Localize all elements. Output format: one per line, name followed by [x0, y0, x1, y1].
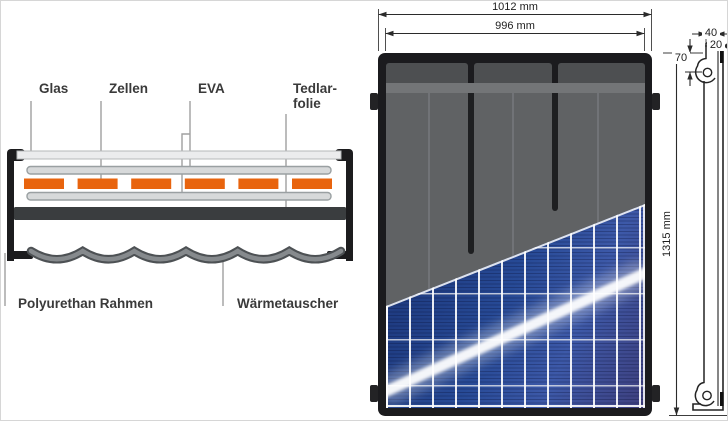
photo-edge-left [386, 306, 388, 408]
mounting-tab [370, 385, 378, 402]
dim-text-1012: 1012 mm [492, 1, 538, 13]
dim-text-1315: 1315 mm [661, 211, 673, 257]
panel-header-row [386, 63, 645, 83]
header-box [558, 63, 645, 83]
glass-layer [16, 150, 342, 160]
leader-lines [4, 101, 287, 306]
eva-layer-top [26, 165, 332, 175]
pipe-circle-bottom [702, 390, 712, 401]
header-band [386, 83, 645, 93]
dim-text-40: 40 [702, 27, 720, 39]
pv-module-photo [386, 204, 645, 408]
photo-edge-bottom [386, 405, 645, 407]
solar-cells [24, 178, 332, 189]
photo-edge-right [643, 204, 645, 408]
profile-bottom-clamp [694, 81, 715, 407]
panel-divider-bar [468, 93, 474, 254]
header-box [386, 63, 468, 83]
label-glas: Glas [39, 81, 69, 96]
profile-top-clamp [694, 43, 716, 84]
frame-side-right [346, 153, 353, 261]
panel-inner-area [386, 63, 645, 408]
frame-side-left [7, 153, 14, 261]
solar-cell [24, 178, 64, 189]
panel-divider-thin [512, 93, 514, 408]
dim-text-20: 20 [707, 39, 725, 51]
solar-cell [292, 178, 332, 189]
label-waermetauscher: Wärmetauscher [237, 296, 339, 311]
side-profile [692, 42, 724, 411]
mounting-tab [370, 93, 378, 110]
solar-cell [184, 178, 225, 189]
profile-seal-bottom [720, 392, 724, 406]
profile-seal-top [720, 48, 724, 63]
dim-text-996: 996 mm [495, 20, 535, 32]
label-zellen: Zellen [109, 81, 149, 96]
eva-layer-bottom [26, 191, 332, 201]
label-polyurethan-rahmen: Polyurethan Rahmen [18, 296, 154, 311]
dim-text-70: 70 [672, 52, 690, 64]
solar-cell [238, 178, 279, 189]
frame-foot-left [7, 251, 33, 259]
label-tedlar: Tedlar- folie [293, 81, 338, 111]
scallop-fill [28, 248, 344, 262]
panel-divider-bar [552, 93, 558, 211]
solar-cell [131, 178, 172, 189]
panel-divider-thin [428, 93, 430, 408]
header-box [474, 63, 552, 83]
label-tedlar-line1: Tedlar- [293, 81, 338, 96]
label-eva: EVA [198, 81, 225, 96]
solar-cell [77, 178, 118, 189]
label-tedlar-line2: folie [293, 95, 321, 111]
heat-exchanger-scallops [26, 245, 346, 264]
reflection-streak [386, 264, 645, 400]
backsheet-bar [14, 207, 346, 220]
mounting-tab [652, 93, 660, 110]
panel-front-view [378, 53, 652, 416]
pipe-circle-top [702, 67, 713, 78]
mounting-tab [652, 385, 660, 402]
